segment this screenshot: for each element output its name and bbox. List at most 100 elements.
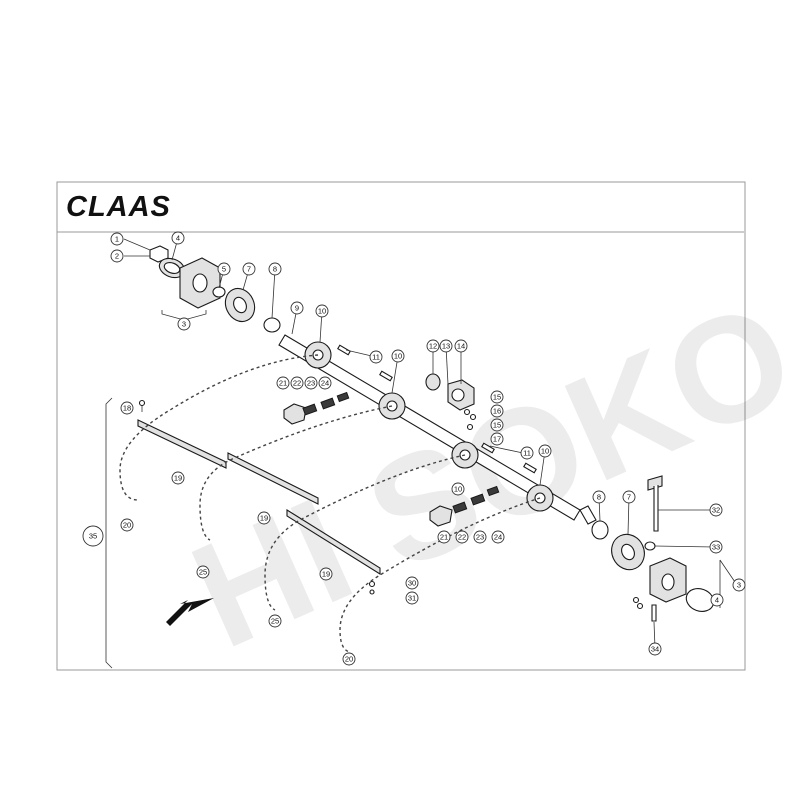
claas-logo: CLAAS xyxy=(66,191,171,223)
svg-text:11: 11 xyxy=(372,353,380,362)
callout-10-a: 10 xyxy=(315,304,329,318)
svg-text:21: 21 xyxy=(279,379,287,388)
svg-text:4: 4 xyxy=(715,596,719,605)
svg-text:30: 30 xyxy=(408,579,416,588)
svg-text:23: 23 xyxy=(307,379,315,388)
callout-20-a: 20 xyxy=(120,518,134,532)
svg-text:19: 19 xyxy=(260,514,268,523)
callout-35-highlighted[interactable] xyxy=(82,525,104,547)
callout-35-label: 35 xyxy=(89,532,97,541)
svg-text:25: 25 xyxy=(199,568,207,577)
svg-text:19: 19 xyxy=(322,570,330,579)
callout-10-b: 10 xyxy=(391,349,405,363)
svg-text:21: 21 xyxy=(440,533,448,542)
callout-3-right: 3 xyxy=(732,578,746,592)
svg-text:32: 32 xyxy=(712,506,720,515)
svg-text:18: 18 xyxy=(123,404,131,413)
svg-text:23: 23 xyxy=(476,533,484,542)
svg-text:22: 22 xyxy=(293,379,301,388)
callout-33: 33 xyxy=(709,540,723,554)
callout-10-d: 10 xyxy=(451,482,465,496)
callout-19-b: 19 xyxy=(257,511,271,525)
callout-20-b: 20 xyxy=(342,652,356,666)
svg-text:9: 9 xyxy=(295,304,299,313)
svg-text:3: 3 xyxy=(182,320,186,329)
svg-text:10: 10 xyxy=(454,485,462,494)
callout-34: 34 xyxy=(648,642,662,656)
callout-12: 12 xyxy=(426,339,440,353)
left-bearing-group xyxy=(149,245,281,333)
callout-24-a: 24 xyxy=(318,376,332,390)
svg-text:4: 4 xyxy=(176,234,180,243)
callout-10-c: 10 xyxy=(538,444,552,458)
callout-5: 5 xyxy=(217,262,231,276)
chain-guides xyxy=(137,399,381,595)
callout-4-b: 4 xyxy=(710,593,724,607)
group-bracket xyxy=(105,397,113,669)
callout-3-left: 3 xyxy=(177,317,191,331)
svg-text:22: 22 xyxy=(458,533,466,542)
svg-text:16: 16 xyxy=(493,407,501,416)
callout-15-b: 15 xyxy=(490,418,504,432)
svg-text:5: 5 xyxy=(222,265,226,274)
callout-31: 31 xyxy=(405,591,419,605)
svg-text:14: 14 xyxy=(457,342,465,351)
svg-text:3: 3 xyxy=(737,581,741,590)
svg-text:1: 1 xyxy=(115,235,119,244)
callout-24-b: 24 xyxy=(491,530,505,544)
callout-4: 4 xyxy=(171,231,185,245)
callout-23-a: 23 xyxy=(304,376,318,390)
callout-15-a: 15 xyxy=(490,390,504,404)
svg-text:2: 2 xyxy=(115,252,119,261)
scraper-group-lower xyxy=(429,485,500,527)
svg-text:34: 34 xyxy=(651,645,659,654)
callout-8-b: 8 xyxy=(592,490,606,504)
svg-text:20: 20 xyxy=(123,521,131,530)
svg-text:17: 17 xyxy=(493,435,501,444)
callout-17: 17 xyxy=(490,432,504,446)
callout-19-c: 19 xyxy=(319,567,333,581)
callout-11-b: 11 xyxy=(520,446,534,460)
callout-22-a: 22 xyxy=(290,376,304,390)
svg-text:24: 24 xyxy=(494,533,502,542)
svg-text:10: 10 xyxy=(541,447,549,456)
svg-text:20: 20 xyxy=(345,655,353,664)
direction-arrow xyxy=(166,598,214,626)
callout-13: 13 xyxy=(439,339,453,353)
svg-text:7: 7 xyxy=(627,493,631,502)
svg-text:10: 10 xyxy=(394,352,402,361)
scraper-group-upper xyxy=(283,391,350,425)
callout-11-a: 11 xyxy=(369,350,383,364)
callout-25-b: 25 xyxy=(268,614,282,628)
svg-text:31: 31 xyxy=(408,594,416,603)
svg-text:10: 10 xyxy=(318,307,326,316)
callout-30: 30 xyxy=(405,576,419,590)
svg-text:7: 7 xyxy=(247,265,251,274)
svg-text:25: 25 xyxy=(271,617,279,626)
callout-22-b: 22 xyxy=(455,530,469,544)
callout-14: 14 xyxy=(454,339,468,353)
diagram-frame xyxy=(56,181,746,671)
svg-text:12: 12 xyxy=(429,342,437,351)
callout-16: 16 xyxy=(490,404,504,418)
callout-25-a: 25 xyxy=(196,565,210,579)
callout-7-b: 7 xyxy=(622,490,636,504)
right-bearing-group xyxy=(591,475,715,622)
callout-1: 1 xyxy=(110,232,124,246)
callout-19-a: 19 xyxy=(171,471,185,485)
svg-text:8: 8 xyxy=(273,265,277,274)
callout-23-b: 23 xyxy=(473,530,487,544)
callout-8: 8 xyxy=(268,262,282,276)
svg-text:8: 8 xyxy=(597,493,601,502)
svg-text:11: 11 xyxy=(523,449,531,458)
callout-21-b: 21 xyxy=(437,530,451,544)
svg-text:13: 13 xyxy=(442,342,450,351)
highlight-ring xyxy=(82,525,104,547)
callout-18: 18 xyxy=(120,401,134,415)
svg-text:33: 33 xyxy=(712,543,720,552)
callout-2: 2 xyxy=(110,249,124,263)
svg-text:19: 19 xyxy=(174,474,182,483)
svg-text:15: 15 xyxy=(493,393,501,402)
callout-32: 32 xyxy=(709,503,723,517)
